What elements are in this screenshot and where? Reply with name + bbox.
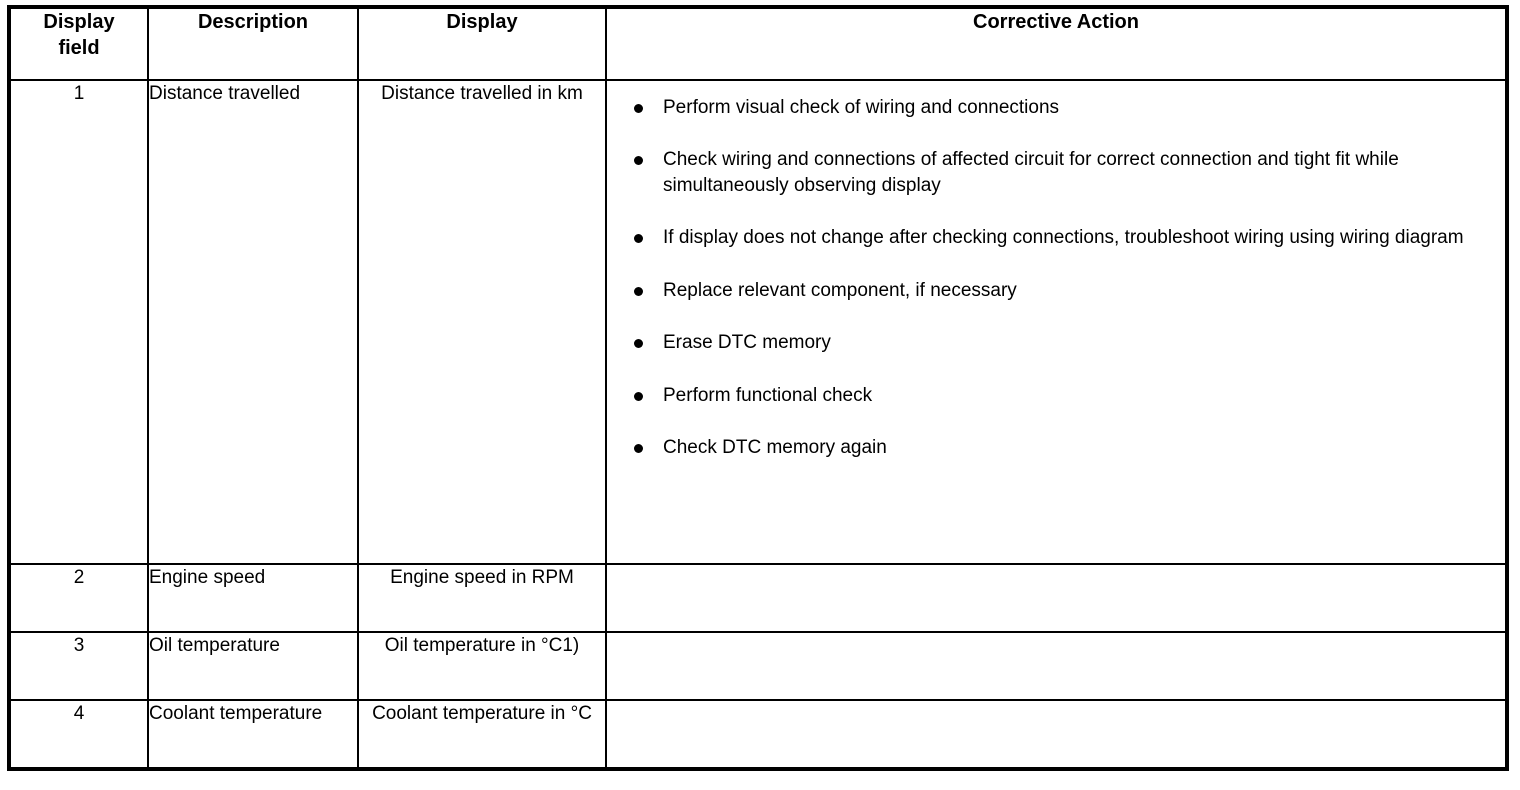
bullet-icon: [634, 391, 643, 401]
list-item: Erase DTC memory: [627, 330, 1483, 355]
column-header-description: Description: [147, 5, 359, 81]
cell-display-field: 2: [7, 563, 149, 633]
cell-description: Coolant temperature: [147, 699, 359, 771]
table-row: 2 Engine speed Engine speed in RPM: [7, 563, 1509, 633]
table-row: 3 Oil temperature Oil temperature in °C1…: [7, 631, 1509, 701]
list-item: Replace relevant component, if necessary: [627, 278, 1483, 303]
list-item: Perform visual check of wiring and conne…: [627, 95, 1483, 120]
cell-display: Engine speed in RPM: [357, 563, 607, 633]
cell-display-field: 1: [7, 79, 149, 565]
cell-display-field: 4: [7, 699, 149, 771]
bullet-icon: [634, 444, 643, 454]
column-header-corrective-action: Corrective Action: [605, 5, 1509, 81]
table-header: Display field Description Display Correc…: [7, 5, 1509, 81]
corrective-action-list: Perform visual check of wiring and conne…: [607, 81, 1505, 471]
list-item: If display does not change after checkin…: [627, 225, 1483, 250]
list-item-text: Check DTC memory again: [663, 437, 887, 459]
table-body: 1 Distance travelled Distance travelled …: [7, 79, 1509, 771]
cell-display: Distance travelled in km: [357, 79, 607, 565]
column-header-display: Display: [357, 5, 607, 81]
cell-description: Oil temperature: [147, 631, 359, 701]
list-item: Check wiring and connections of affected…: [627, 147, 1483, 198]
display-fields-table: Display field Description Display Correc…: [7, 5, 1509, 771]
list-item-text: Replace relevant component, if necessary: [663, 279, 1017, 301]
list-item-text: If display does not change after checkin…: [663, 227, 1464, 249]
list-item-text: Perform visual check of wiring and conne…: [663, 97, 1060, 118]
cell-corrective-action: [605, 563, 1509, 633]
table-header-row: Display field Description Display Correc…: [7, 5, 1509, 81]
cell-display-field: 3: [7, 631, 149, 701]
column-header-display-field-line2: field: [58, 37, 100, 59]
cell-description: Distance travelled: [147, 79, 359, 565]
bullet-icon: [634, 156, 643, 166]
list-item: Perform functional check: [627, 383, 1483, 408]
cell-description: Engine speed: [147, 563, 359, 633]
cell-corrective-action: Perform visual check of wiring and conne…: [605, 79, 1509, 565]
list-item: Check DTC memory again: [627, 435, 1483, 460]
bullet-icon: [634, 339, 643, 349]
column-header-display-field: Display field: [7, 5, 149, 81]
list-item-text: Erase DTC memory: [663, 332, 831, 354]
bullet-icon: [634, 234, 643, 244]
cell-corrective-action: [605, 631, 1509, 701]
column-header-display-field-line1: Display: [43, 11, 115, 33]
bullet-icon: [634, 286, 643, 296]
cell-display: Coolant temperature in °C: [357, 699, 607, 771]
cell-corrective-action: [605, 699, 1509, 771]
list-item-text: Check wiring and connections of affected…: [663, 149, 1399, 196]
table-row: 1 Distance travelled Distance travelled …: [7, 79, 1509, 565]
cell-display: Oil temperature in °C1): [357, 631, 607, 701]
list-item-text: Perform functional check: [663, 384, 873, 406]
table-row: 4 Coolant temperature Coolant temperatur…: [7, 699, 1509, 771]
bullet-icon: [634, 104, 643, 113]
